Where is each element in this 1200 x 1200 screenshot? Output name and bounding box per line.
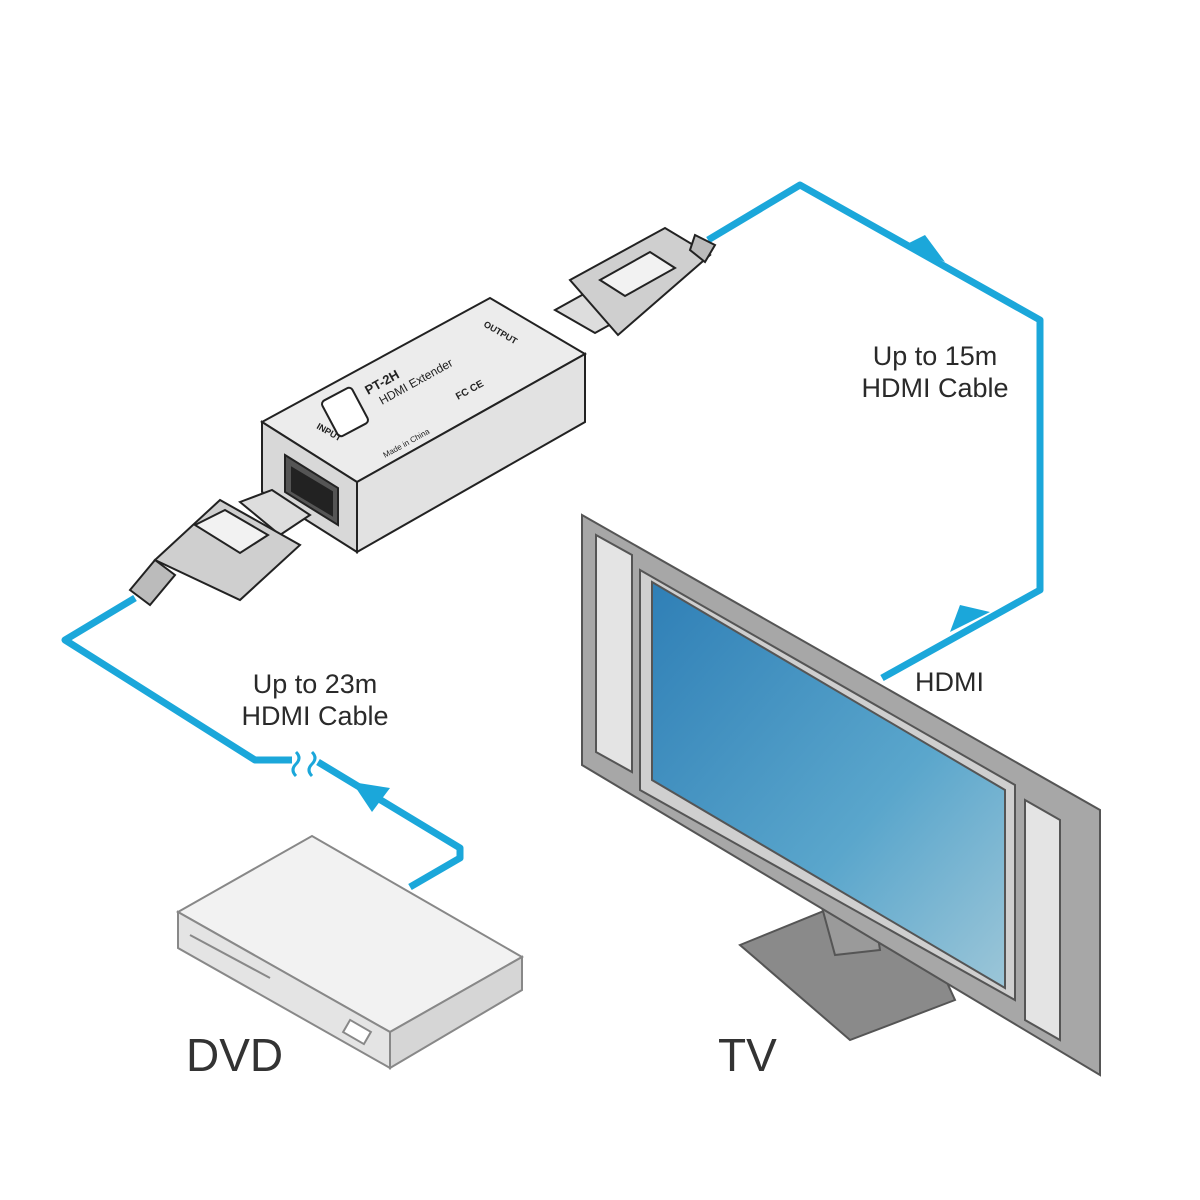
output-hdmi-connector xyxy=(552,226,717,337)
dvd-player-illustration xyxy=(175,834,525,1070)
input-cable-label: Up to 23m HDMI Cable xyxy=(210,668,420,733)
cable-type-text: HDMI Cable xyxy=(241,701,389,732)
cable-type-text: HDMI Cable xyxy=(861,373,1009,404)
arrow-icon xyxy=(352,782,390,812)
arrow-icon xyxy=(950,605,990,632)
tv-label: TV xyxy=(718,1029,777,1081)
cable-break-icon xyxy=(291,750,317,778)
tv-illustration xyxy=(581,513,1101,1077)
cable-length-text: Up to 15m xyxy=(872,341,998,371)
output-cable-label: Up to 15m HDMI Cable xyxy=(830,340,1040,405)
output-cable xyxy=(706,181,1044,682)
tv-hdmi-port-label: HDMI xyxy=(915,667,984,697)
pt-2h-extender: PT-2H HDMI Extender OUTPUT INPUT Made in… xyxy=(260,296,588,554)
cable-length-text: Up to 23m xyxy=(252,669,378,699)
arrow-icon xyxy=(905,235,945,262)
input-hdmi-connector xyxy=(128,488,312,607)
dvd-label: DVD xyxy=(186,1029,284,1081)
input-cable xyxy=(61,594,464,891)
